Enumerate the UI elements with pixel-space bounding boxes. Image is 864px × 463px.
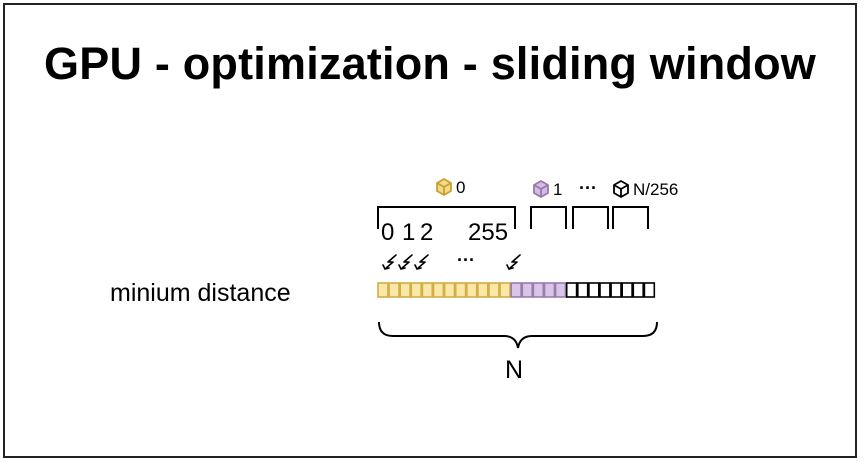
memory-cell — [643, 282, 656, 298]
memory-cell — [488, 282, 500, 298]
memory-cell — [432, 282, 445, 298]
memory-cell — [532, 282, 545, 298]
memory-cell — [465, 282, 478, 298]
memory-cell — [377, 282, 389, 298]
thread-index-0: 0 — [381, 219, 394, 246]
memory-cell — [599, 282, 611, 298]
block-label-last: N/256 — [613, 180, 678, 199]
block-bracket-2 — [572, 206, 609, 229]
row-label: minium distance — [110, 279, 291, 307]
memory-cell — [621, 282, 633, 298]
cube-icon — [436, 178, 452, 196]
thread-index-1: 1 — [402, 219, 415, 246]
memory-cell — [477, 282, 489, 298]
block-index-last: N/256 — [633, 180, 678, 199]
memory-cell — [543, 282, 556, 298]
slide-title: GPU - optimization - sliding window — [44, 38, 816, 89]
memory-cell — [443, 282, 456, 298]
lightning-icon — [414, 254, 429, 270]
block-index-1: 1 — [553, 180, 562, 199]
memory-cell — [521, 282, 533, 298]
block-bracket-1 — [530, 206, 567, 229]
cube-icon — [613, 180, 629, 198]
memory-cell — [610, 282, 622, 298]
lightning-icon — [398, 254, 413, 270]
memory-cell — [632, 282, 644, 298]
size-brace — [378, 321, 658, 349]
memory-cell — [399, 282, 411, 298]
block-index-0: 0 — [456, 178, 465, 197]
memory-cell — [510, 282, 522, 298]
memory-cell — [499, 282, 511, 298]
size-label: N — [505, 356, 524, 384]
block-label-0: 0 — [436, 178, 465, 197]
memory-cell — [454, 282, 467, 298]
memory-cell — [576, 282, 589, 298]
memory-cells — [377, 282, 656, 298]
cube-icon — [533, 180, 549, 198]
thread-index-2: 2 — [420, 219, 433, 246]
memory-cell — [421, 282, 434, 298]
block-bracket-3 — [612, 206, 649, 229]
block-bracket-0 — [377, 206, 516, 229]
thread-ellipsis: ··· — [457, 250, 475, 270]
memory-cell — [410, 282, 422, 298]
memory-cell — [588, 282, 600, 298]
memory-cell — [388, 282, 400, 298]
memory-cell — [565, 282, 578, 298]
lightning-icon — [382, 254, 397, 270]
memory-cell — [554, 282, 567, 298]
thread-index-last: 255 — [468, 219, 508, 246]
slide-frame — [3, 3, 857, 458]
lightning-icon — [506, 254, 521, 270]
block-label-1: 1 — [533, 180, 562, 199]
block-ellipsis: ··· — [579, 178, 597, 198]
